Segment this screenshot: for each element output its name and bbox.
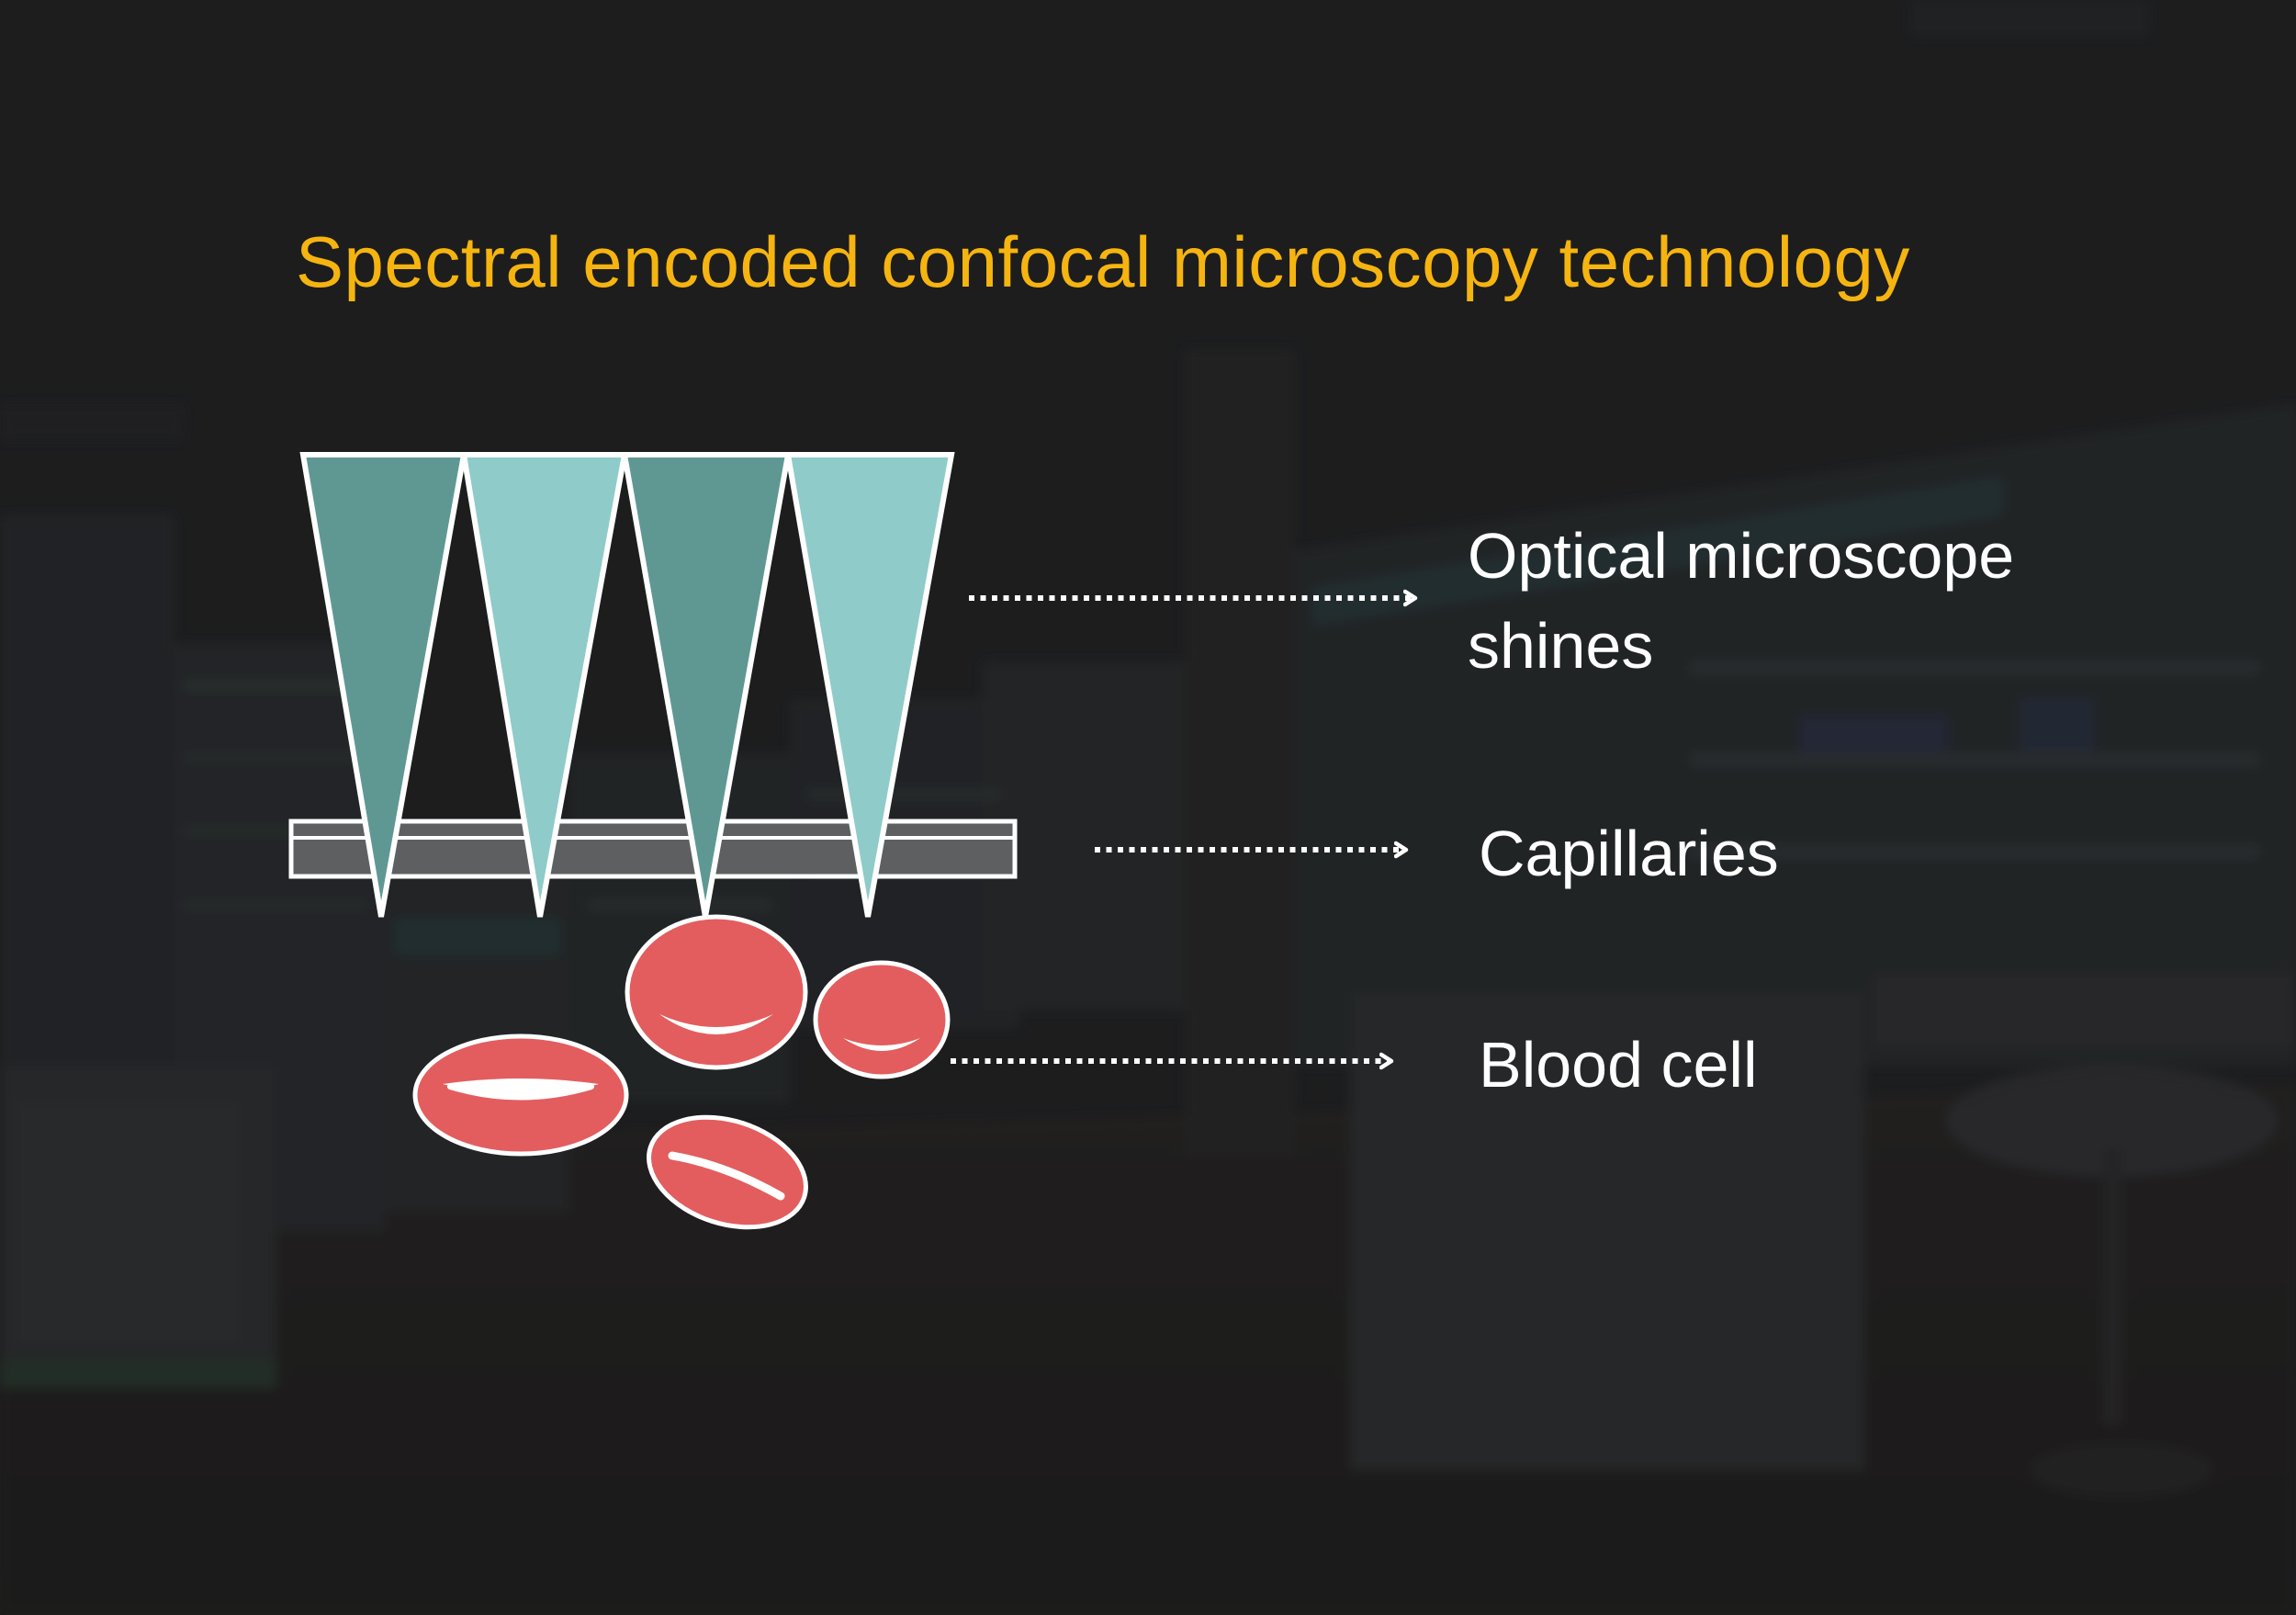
- capillary-strip: [288, 819, 1018, 879]
- light-beam-3: [621, 452, 792, 918]
- light-beam-4: [784, 452, 955, 918]
- blood-cell-2: [813, 960, 951, 1079]
- light-beam-1: [299, 452, 467, 918]
- pointer-arrows: [951, 598, 1412, 1061]
- blood-cells: [412, 914, 951, 1230]
- blood-cell-1: [625, 914, 808, 1070]
- label-optical-microscope: Optical microscope shines: [1468, 520, 2015, 682]
- label-capillaries: Capillaries: [1479, 818, 1779, 889]
- light-beam-2: [460, 452, 628, 918]
- slide-title: Spectral encoded confocal microscopy tec…: [296, 221, 1910, 302]
- label-blood-cell: Blood cell: [1479, 1029, 1758, 1101]
- blood-cell-4: [647, 1114, 808, 1230]
- light-beams: [299, 452, 955, 918]
- blood-cell-3: [412, 1033, 629, 1157]
